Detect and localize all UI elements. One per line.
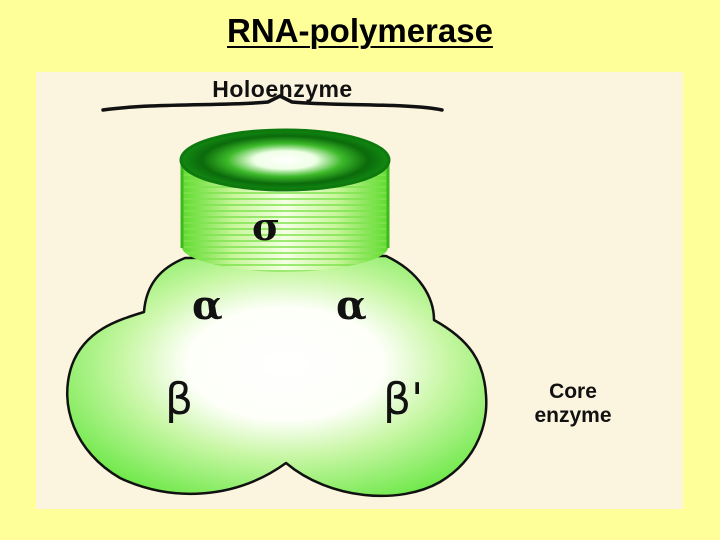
alpha-subunit-right-label: α	[336, 282, 367, 329]
sigma-subunit-label: σ	[252, 204, 281, 249]
core-enzyme-body	[65, 254, 488, 498]
beta-subunit-label: β	[165, 374, 194, 425]
sigma-cylinder-top	[181, 130, 389, 190]
slide-title: RNA-polymerase	[227, 12, 493, 49]
holoenzyme-brace	[101, 94, 444, 112]
core-enzyme-label-line1: Core	[549, 380, 597, 403]
core-enzyme-label-line2: enzyme	[534, 404, 612, 427]
holoenzyme-label: Holoenzyme	[212, 76, 353, 102]
beta-prime-subunit-label: β'	[383, 374, 424, 425]
alpha-subunit-left-label: α	[192, 282, 223, 329]
core-enzyme-label: Core enzyme	[510, 380, 636, 428]
